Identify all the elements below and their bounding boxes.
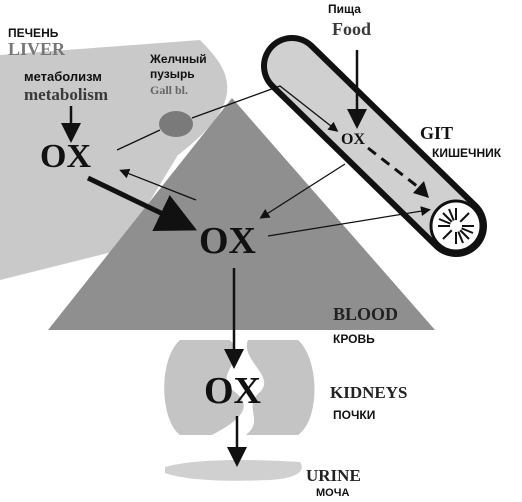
metabolism-label-ru: метаболизм bbox=[24, 70, 102, 83]
urine-puddle bbox=[165, 460, 302, 481]
food-label-en: Food bbox=[332, 20, 371, 38]
kidneys-label-ru: ПОЧКИ bbox=[333, 409, 375, 421]
liver-label-en: LIVER bbox=[8, 40, 65, 58]
gallbladder-shape bbox=[159, 111, 193, 137]
metabolism-label-en: metabolism bbox=[24, 86, 108, 103]
urine-label-en: URINE bbox=[306, 467, 361, 484]
blood-label-ru: КРОВЬ bbox=[333, 333, 375, 345]
gallbladder-label-ru-2: пузырь bbox=[150, 68, 195, 80]
blood-label-en: BLOOD bbox=[333, 305, 398, 323]
kidneys-ox-node: OX bbox=[204, 372, 261, 410]
git-label-en: GIT bbox=[420, 124, 453, 142]
food-label-ru: Пища bbox=[328, 3, 361, 15]
git-ox-node: OX bbox=[341, 132, 365, 148]
liver-ox-node: OX bbox=[40, 140, 91, 174]
liver-label-ru: ПЕЧЕНЬ bbox=[8, 27, 58, 39]
gallbladder-label-en: Gall bl. bbox=[150, 84, 188, 96]
git-label-ru: КИШЕЧНИК bbox=[432, 147, 501, 159]
kidneys-label-en: KIDNEYS bbox=[330, 384, 407, 401]
gallbladder-label-ru-1: Желчный bbox=[150, 53, 207, 65]
urine-label-ru: МОЧА bbox=[316, 488, 349, 499]
blood-ox-node: OX bbox=[199, 222, 256, 260]
